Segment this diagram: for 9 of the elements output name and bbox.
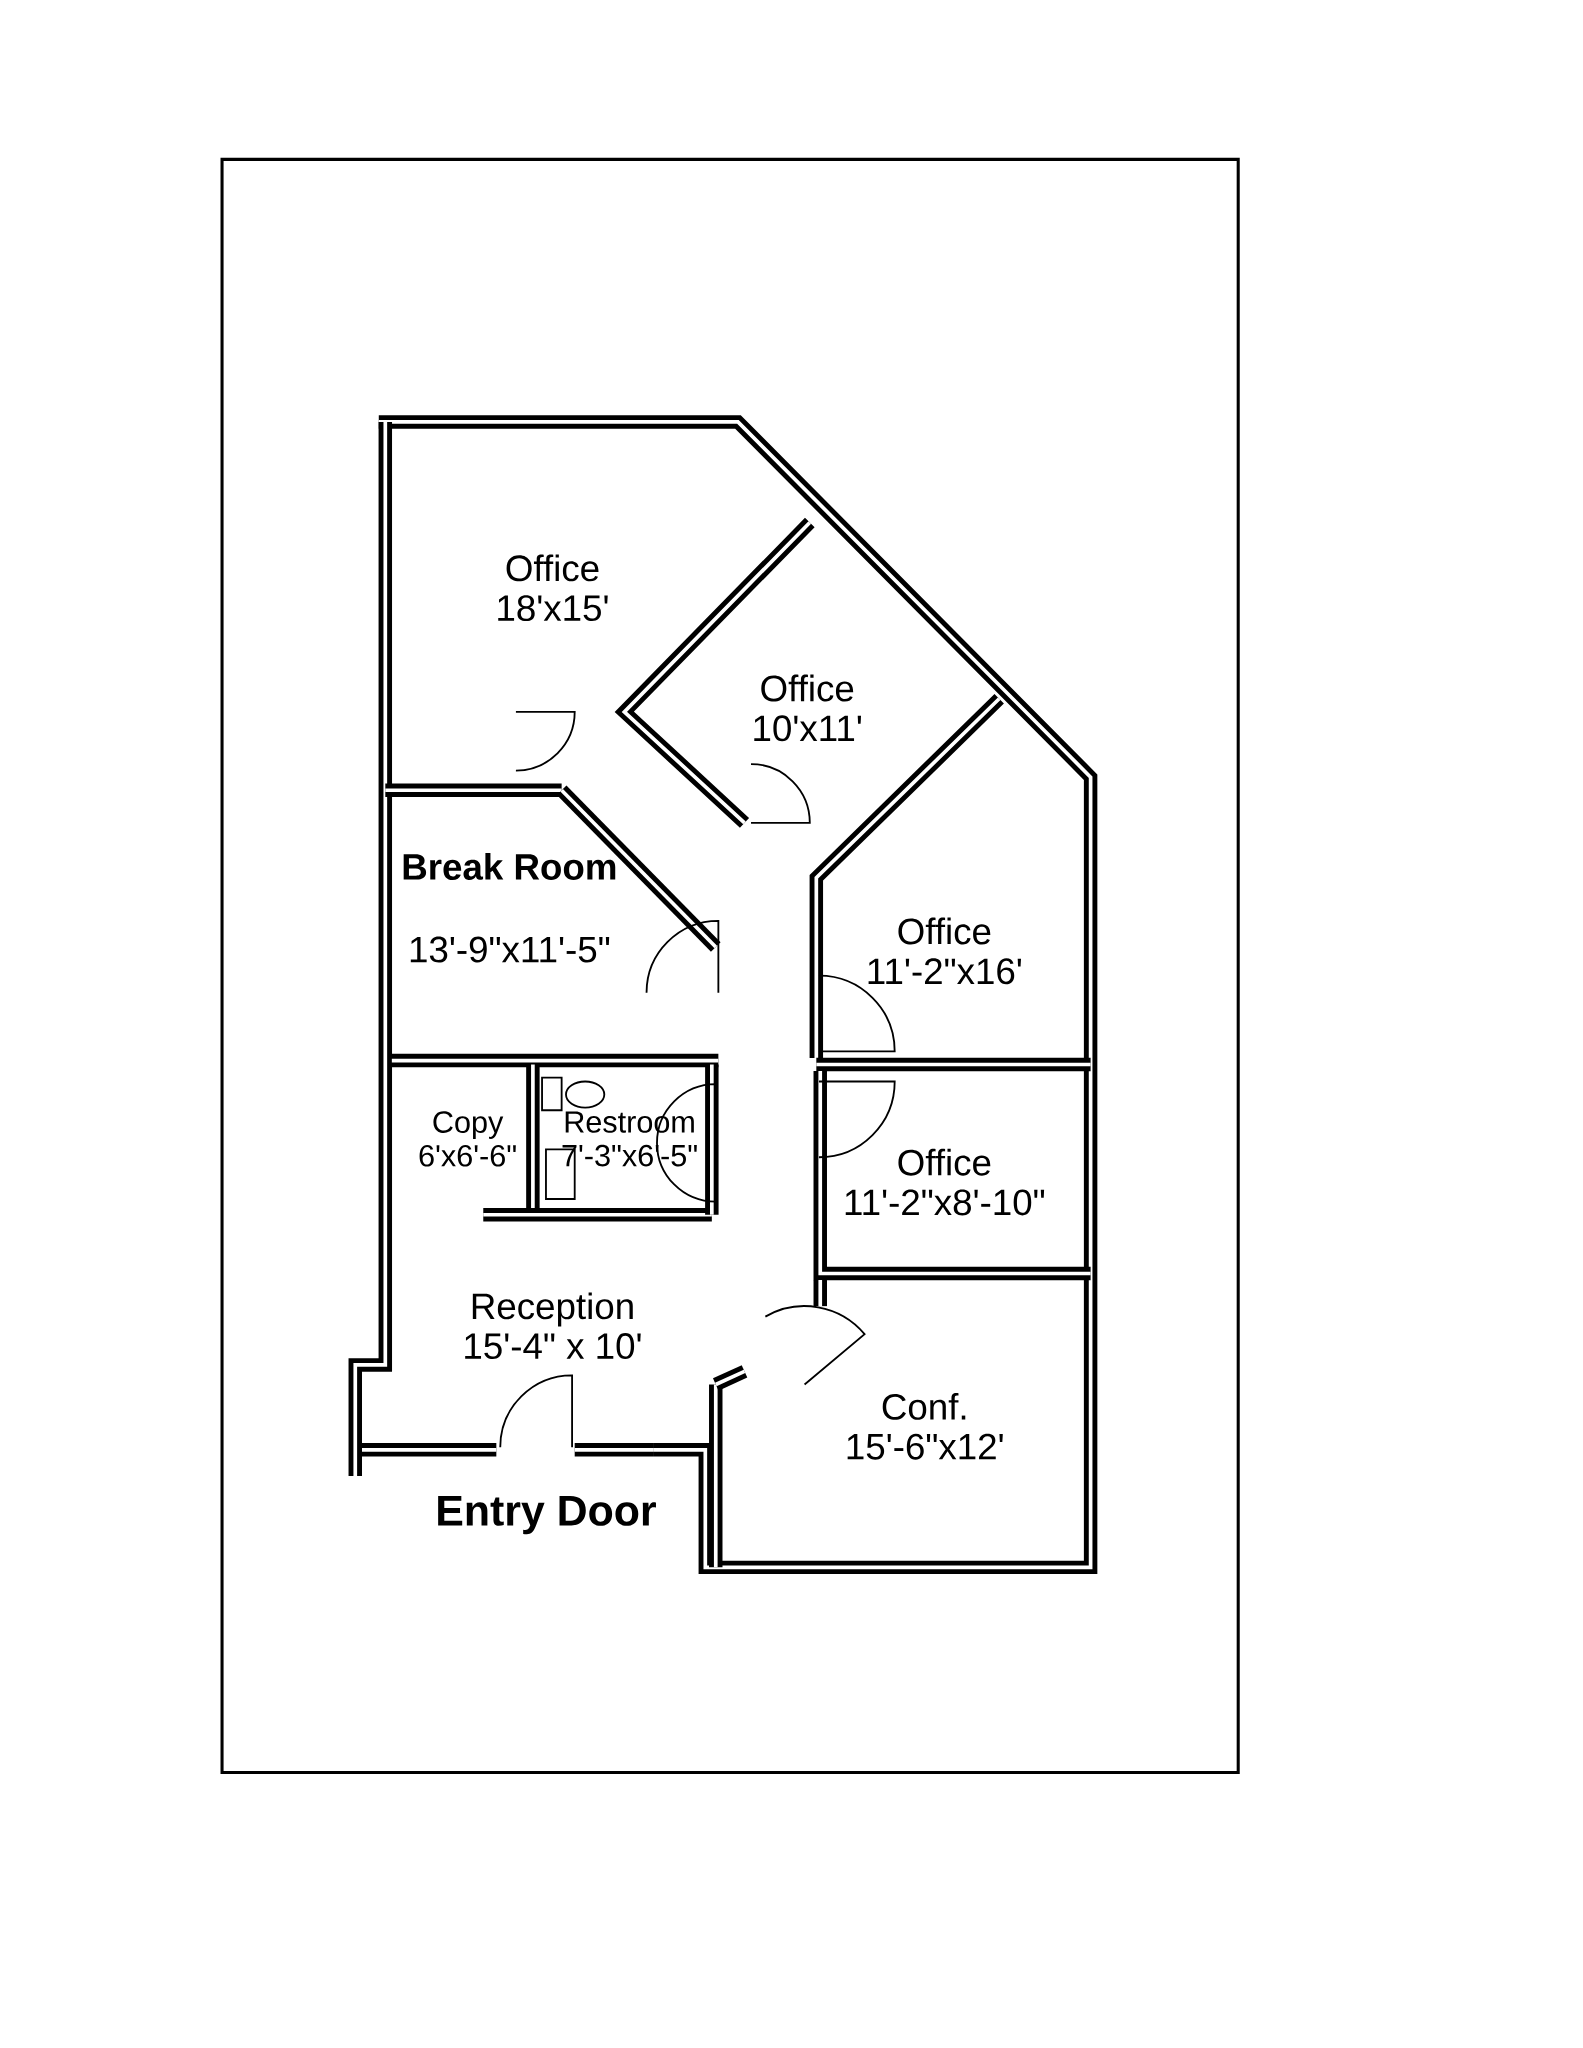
- room-label: Break Room 13'-9"x11'-5": [403, 853, 616, 963]
- room-label: Office 11'-2"x16': [868, 917, 1021, 985]
- room-label: Office 18'x15': [498, 554, 608, 622]
- room-label: Copy 6'x6'-6": [419, 1111, 516, 1167]
- room-label: Office 10'x11': [754, 674, 862, 742]
- room-label: Office 11'-2"x8'-10": [845, 1148, 1045, 1216]
- door-label: Entry Door: [438, 1495, 656, 1535]
- room-label: Reception 15'-4" x 10': [465, 1292, 641, 1360]
- room-label: Conf. 15'-6"x12': [847, 1392, 1003, 1460]
